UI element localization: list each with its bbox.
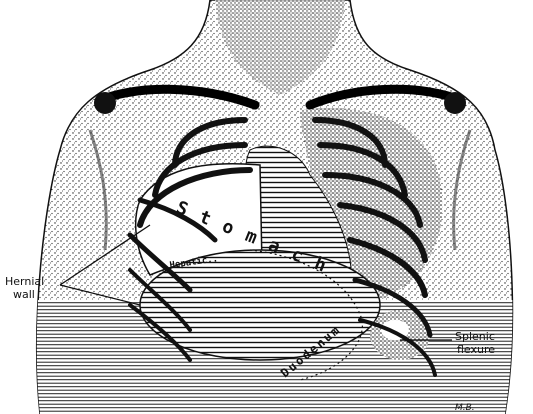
hernial-wall-label-line1: Hernial	[5, 275, 44, 288]
right-shoulder-joint	[94, 92, 116, 114]
hernial-wall-label-line2: wall	[13, 288, 35, 301]
artist-signature: M.B.	[455, 403, 475, 413]
splenic-flexure-label-line1: Splenic	[455, 330, 495, 343]
left-shoulder-joint	[444, 92, 466, 114]
splenic-flexure-label-line2: flexure	[457, 343, 495, 356]
